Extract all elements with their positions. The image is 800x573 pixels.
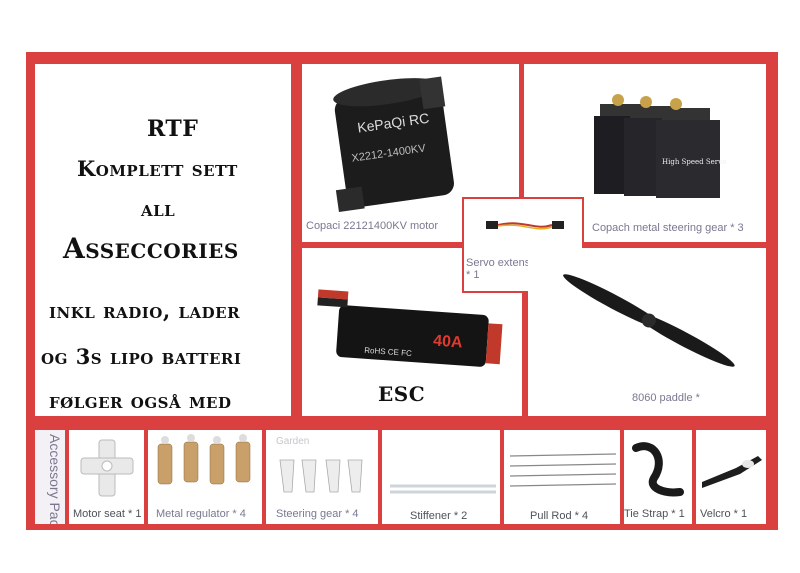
pull-rod-label: Pull Rod * 4 [530,510,589,522]
tie-strap-image [632,442,684,497]
stiffener-image [390,484,496,494]
esc-image: 40A RoHS CE FC [317,289,503,367]
accessory-motor-seat: Motor seat * 1 [69,430,144,524]
intro-line-folger: følger også med [49,388,232,413]
motor-image: KePaQi RC X2212-1400KV [333,76,454,213]
velcro-image [702,456,762,488]
intro-line-komplett: Komplett sett [77,156,238,181]
accessory-pack-tab: Accessory Pack [35,430,65,524]
accessory-pack-label: Accessory Pack [47,434,63,524]
esc-amp-text: 40A [433,333,464,352]
accessory-velcro: Velcro * 1 [696,430,766,524]
servo-text: High Speed Servo [662,158,726,166]
motor-label: Copaci 22121400KV motor [306,220,439,232]
intro-panel: RTF Komplett sett all Asseccories inkl r… [35,64,291,416]
velcro-label: Velcro * 1 [700,508,748,520]
steering-gear-image [279,459,363,493]
accessory-pull-rod: Pull Rod * 4 [504,430,620,524]
steering-gear-overlay: Garden [276,436,310,447]
accessory-tie-strap: Tie Strap * 1 [624,430,692,524]
esc-panel: 40A RoHS CE FC ESC [302,248,522,416]
metal-regulator-image [157,434,251,485]
intro-line-asseccories: Asseccories [63,232,239,265]
stiffener-label: Stiffener * 2 [410,510,468,522]
product-board: RTF Komplett sett all Asseccories inkl r… [26,52,778,530]
motor-panel: KePaQi RC X2212-1400KV Copaci 22121400KV… [302,64,519,242]
intro-line-rtf: RTF [147,116,199,142]
accessory-steering-gear: Garden Steering gear * 4 [266,430,378,524]
steering-gear-label: Steering gear * 4 [276,508,359,520]
servos-label: Copach metal steering gear * 3 [592,222,744,234]
metal-regulator-label: Metal regulator * 4 [156,508,246,520]
servo-cord-image [486,221,564,230]
propeller-image [563,274,735,367]
accessory-stiffener: Stiffener * 2 [382,430,500,524]
intro-line-lipo: og 3s lipo batteri [41,344,242,369]
intro-line-all: all [141,196,176,221]
propeller-panel: 8060 paddle * [528,248,766,416]
propeller-label: 8060 paddle * [632,392,700,404]
intro-line-radio: inkl radio, lader [49,298,241,323]
esc-label: ESC [378,382,426,406]
pull-rod-image [509,453,617,487]
servos-image: High Speed Servo [594,94,726,198]
motor-seat-image [80,439,134,497]
motor-seat-label: Motor seat * 1 [73,508,142,520]
tie-strap-label: Tie Strap * 1 [624,508,685,520]
esc-rohs-text: RoHS CE FC [364,346,412,358]
accessory-metal-regulator: Metal regulator * 4 [148,430,262,524]
